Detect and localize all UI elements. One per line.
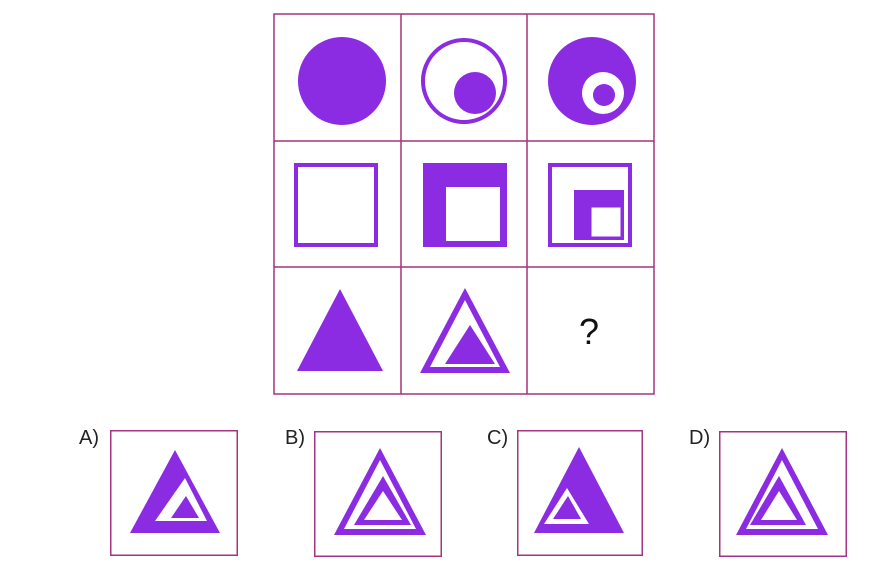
option-d-triangle-icon <box>736 448 828 535</box>
cell-r1c2 <box>421 38 507 124</box>
option-c-triangle-icon <box>534 447 624 533</box>
cell-r2c3 <box>548 163 632 247</box>
cell-r3c2 <box>420 288 510 373</box>
ring-with-inner-solid-circle-icon <box>421 38 507 124</box>
solid-square-with-inner-square-icon <box>423 163 507 247</box>
option-b-triangle-icon <box>334 448 426 535</box>
cell-r2c1 <box>294 163 378 247</box>
cell-r3c3: ? <box>579 311 599 352</box>
solid-triangle-icon <box>297 289 383 371</box>
matrix-grid <box>273 13 655 395</box>
solid-circle-icon <box>298 37 386 125</box>
outline-square-with-nested-squares-icon <box>548 163 632 247</box>
option-a[interactable] <box>110 430 238 556</box>
option-b-label: B) <box>285 427 305 449</box>
cell-r2c2 <box>423 163 507 247</box>
outline-square-icon <box>294 163 378 247</box>
solid-circle-with-nested-circles-icon <box>548 37 636 125</box>
option-b[interactable] <box>314 431 442 557</box>
option-a-label: A) <box>79 427 99 449</box>
option-a-triangle-icon <box>130 450 220 533</box>
option-c[interactable] <box>517 430 643 556</box>
cell-r3c1 <box>297 289 383 371</box>
cell-r1c1 <box>298 37 386 125</box>
puzzle-matrix: ? <box>273 13 655 395</box>
cell-r1c3 <box>548 37 636 125</box>
option-d-label: D) <box>689 427 711 449</box>
missing-question-mark: ? <box>579 311 599 352</box>
option-c-label: C) <box>487 427 509 449</box>
outline-triangle-with-inner-solid-triangle-icon <box>420 288 510 373</box>
option-d[interactable] <box>719 431 847 557</box>
